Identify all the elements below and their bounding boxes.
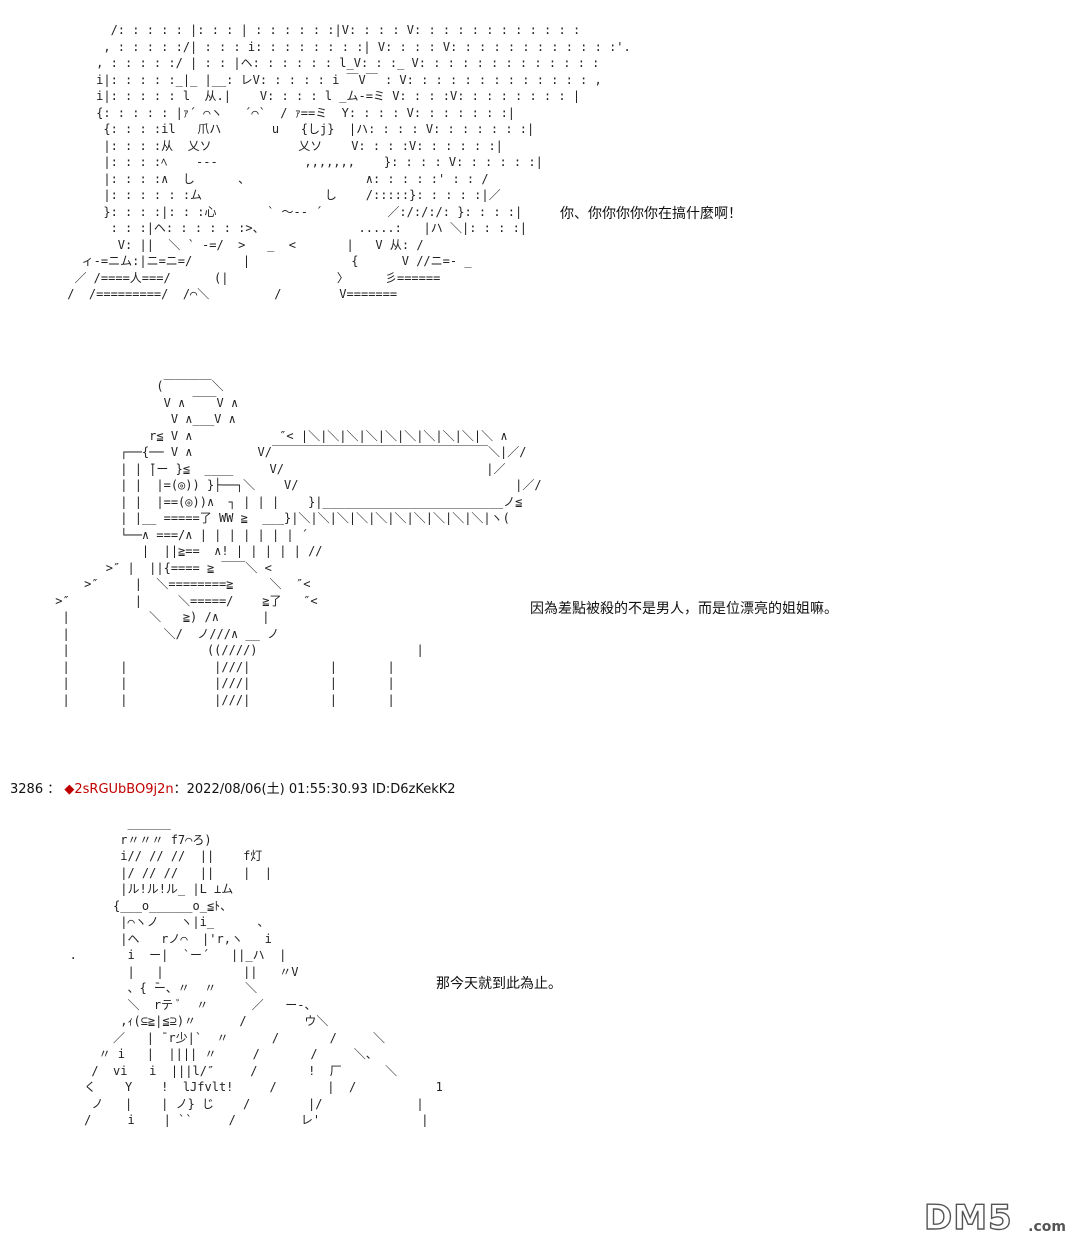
dialogue-caption-2: 因為差點被殺的不是男人，而是位漂亮的姐姐嘛。	[530, 601, 838, 617]
ascii-art-panel-3: ______ r〃〃〃 f7⌒ろ) i// // // || f灯 |/ // …	[69, 816, 443, 1127]
dialogue-caption-1: 你、你你你你你在搞什麼啊！	[560, 206, 742, 222]
watermark-brand: DM5	[923, 1198, 1013, 1238]
watermark-suffix: .com	[1028, 1219, 1066, 1235]
post-number: 3286	[10, 782, 44, 797]
post-tripcode[interactable]: 2sRGUbBO9j2n	[74, 782, 174, 797]
post-datetime-id: ：2022/08/06(土) 01:55:30.93 ID:D6zKekK2	[173, 782, 456, 797]
dialogue-caption-3: 那今天就到此為止。	[436, 976, 562, 992]
ascii-art-panel-1: /: : : : : |: : : | : : : : : :|V: : : :…	[67, 23, 631, 301]
post-header: 3286 ： ◆2sRGUbBO9j2n：2022/08/06(土) 01:55…	[10, 778, 456, 797]
trip-diamond-icon: ◆	[64, 782, 75, 797]
ascii-art-panel-2: (￣￣￣￣＼ V ∧ ￣￣V ∧ V ∧___V ∧ r≦ V ∧ ″< |＼|…	[55, 379, 542, 707]
post-separator: ：	[47, 782, 61, 797]
dm5-watermark-logo: DM5 .com	[923, 1198, 1066, 1238]
